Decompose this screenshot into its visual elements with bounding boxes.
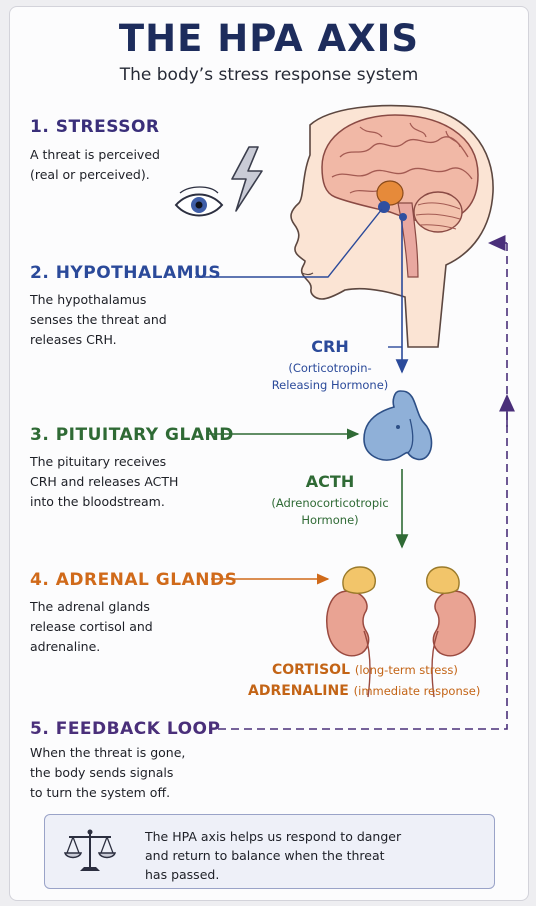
pituitary-gland-illustration bbox=[363, 390, 433, 461]
step-pituitary-description: The pituitary receives CRH and releases … bbox=[30, 452, 178, 512]
page-title: THE HPA AXIS bbox=[118, 17, 420, 60]
description-line: The hypothalamus bbox=[30, 292, 147, 307]
step-hypothalamus-description: The hypothalamus senses the threat and r… bbox=[30, 290, 167, 350]
note-line: and return to balance when the threat bbox=[145, 848, 385, 863]
crh-name: CRH bbox=[311, 337, 349, 356]
description-line: adrenaline. bbox=[30, 639, 101, 654]
adrenaline-name: ADRENALINE bbox=[248, 683, 349, 699]
infographic-card: THE HPA AXIS The body’s stress response … bbox=[9, 6, 529, 901]
kidneys-illustration bbox=[326, 566, 476, 698]
acth-full-line: Hormone) bbox=[301, 513, 359, 527]
step-adrenal-heading: 4. ADRENAL GLANDS bbox=[30, 570, 238, 590]
crh-full-line: (Corticotropin- bbox=[288, 361, 372, 375]
step-feedback-heading: 5. FEEDBACK LOOP bbox=[30, 719, 221, 739]
lightning-icon bbox=[231, 146, 263, 212]
step-stressor-heading: 1. STRESSOR bbox=[30, 117, 160, 137]
description-line: into the bloodstream. bbox=[30, 494, 165, 509]
description-line: to turn the system off. bbox=[30, 785, 171, 800]
step-pituitary-heading: 3. PITUITARY GLAND bbox=[30, 425, 234, 445]
description-line: release cortisol and bbox=[30, 619, 153, 634]
crh-label: CRH (Corticotropin- Releasing Hormone) bbox=[265, 337, 395, 394]
page-subtitle: The body’s stress response system bbox=[119, 65, 419, 85]
cortisol-name: CORTISOL bbox=[272, 662, 350, 678]
description-line: CRH and releases ACTH bbox=[30, 474, 179, 489]
cortisol-output: CORTISOL (long-term stress) bbox=[272, 662, 458, 678]
description-line: When the threat is gone, bbox=[30, 745, 186, 760]
description-line: (real or perceived). bbox=[30, 167, 150, 182]
note-line: has passed. bbox=[145, 867, 220, 882]
summary-note: The HPA axis helps us respond to danger … bbox=[44, 814, 495, 889]
acth-label: ACTH (Adrenocorticotropic Hormone) bbox=[260, 472, 400, 529]
eye-icon bbox=[174, 186, 224, 217]
summary-note-text: The HPA axis helps us respond to danger … bbox=[145, 827, 475, 884]
diagram-graphics bbox=[174, 104, 515, 730]
balance-scale-icon bbox=[63, 829, 117, 871]
step-feedback-description: When the threat is gone, the body sends … bbox=[30, 743, 185, 803]
acth-name: ACTH bbox=[305, 472, 355, 491]
description-line: senses the threat and bbox=[30, 312, 167, 327]
acth-full-name: (Adrenocorticotropic Hormone) bbox=[260, 495, 400, 529]
adrenaline-note: (immediate response) bbox=[353, 684, 481, 698]
cortisol-note: (long-term stress) bbox=[354, 663, 458, 677]
description-line: A threat is perceived bbox=[30, 147, 160, 162]
acth-full-line: (Adrenocorticotropic bbox=[271, 496, 389, 510]
description-line: The adrenal glands bbox=[30, 599, 150, 614]
description-line: the body sends signals bbox=[30, 765, 174, 780]
note-line: The HPA axis helps us respond to danger bbox=[145, 829, 402, 844]
adrenaline-output: ADRENALINE (immediate response) bbox=[248, 683, 480, 699]
description-line: The pituitary receives bbox=[30, 454, 167, 469]
step-stressor-description: A threat is perceived (real or perceived… bbox=[30, 145, 160, 185]
step-adrenal-description: The adrenal glands release cortisol and … bbox=[30, 597, 153, 657]
crh-full-line: Releasing Hormone) bbox=[271, 378, 389, 392]
crh-full-name: (Corticotropin- Releasing Hormone) bbox=[265, 360, 395, 394]
step-hypothalamus-heading: 2. HYPOTHALAMUS bbox=[30, 263, 222, 283]
head-brain-illustration bbox=[290, 104, 494, 348]
description-line: releases CRH. bbox=[30, 332, 117, 347]
